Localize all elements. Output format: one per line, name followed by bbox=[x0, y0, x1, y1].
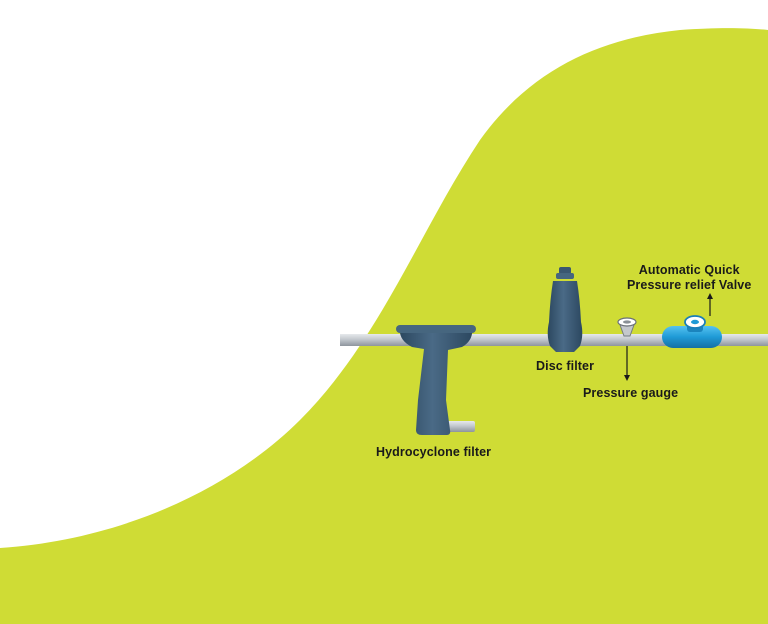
valve-label-line-1: Automatic Quick bbox=[638, 263, 740, 277]
hydrocyclone-filter-icon bbox=[396, 325, 476, 435]
disc-filter-icon bbox=[547, 267, 583, 352]
disc-filter-label: Disc filter bbox=[536, 359, 595, 373]
pressure-gauge-icon bbox=[617, 317, 637, 337]
green-wave-background bbox=[0, 28, 768, 624]
hydrocyclone-filter-label: Hydrocyclone filter bbox=[376, 445, 492, 459]
valve-label-line-2: Pressure relief Valve bbox=[627, 278, 752, 292]
pressure-gauge-label: Pressure gauge bbox=[583, 386, 679, 400]
pressure-relief-valve-arrow bbox=[707, 293, 713, 316]
pressure-gauge-arrow bbox=[624, 346, 630, 381]
pressure-relief-valve-icon bbox=[662, 315, 722, 348]
pressure-relief-valve-label: Automatic Quick Pressure relief Valve bbox=[627, 263, 751, 293]
